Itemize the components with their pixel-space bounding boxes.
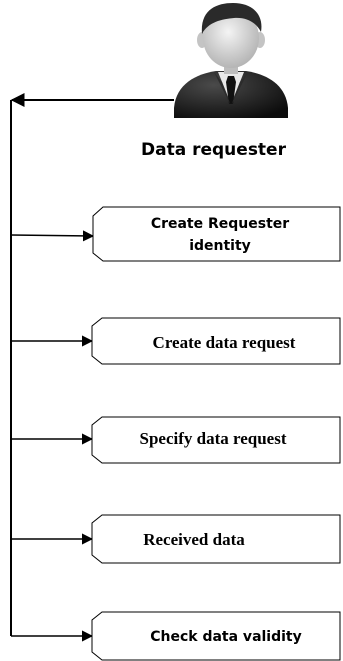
step-1-label-line2: identity [189,238,251,254]
step-4-label: Received data [143,530,245,549]
step-received-data: Received data [11,514,341,564]
step-1-label-line1: Create Requester [151,216,289,232]
businessman-icon [174,3,288,118]
step-specify-data-request: Specify data request [11,416,341,464]
step-1-box [92,206,341,262]
step-1-arrow [10,230,95,242]
actor-label: Data requester [141,140,287,160]
step-5-box [91,611,341,661]
step-3-box [91,416,341,464]
step-5-label: Check data validity [150,629,302,645]
step-2-label: Create data request [153,333,296,352]
step-3-label: Specify data request [139,429,286,448]
step-check-data-validity: Check data validity [11,611,341,661]
step-create-data-request: Create data request [11,317,341,365]
step-create-requester-identity: Create Requester identity [10,206,341,262]
step-2-box [91,317,341,365]
step-4-box [91,514,341,564]
